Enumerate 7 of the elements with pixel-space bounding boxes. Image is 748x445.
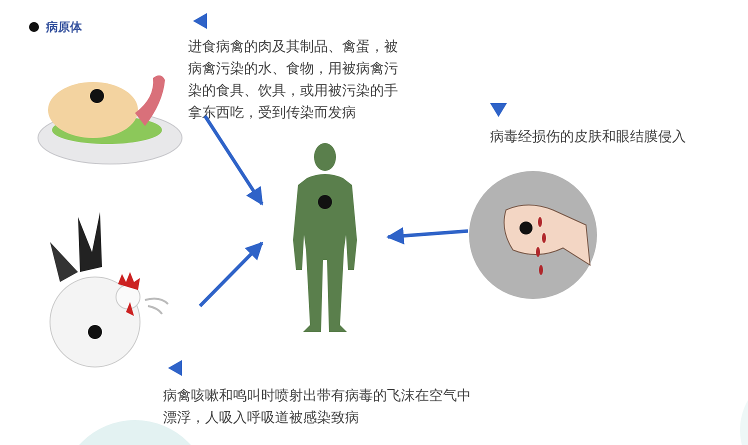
arrow: [386, 227, 468, 245]
description-text: 病毒经损伤的皮肤和眼结膜侵入: [490, 128, 687, 147]
legend-label: 病原体: [46, 19, 83, 36]
description-text: 病禽咳嗽和鸣叫时喷射出带有病毒的飞沫在空气中漂浮，人吸入呼吸道被感染致病: [163, 387, 472, 428]
arrow: [198, 242, 264, 308]
description-text: 进食病禽的肉及其制品、禽蛋，被病禽污染的水、食物，用被病禽污染的食具、饮具，或用被污染的手拿东西吃，受到传染而发病: [188, 38, 399, 123]
arrow: [204, 115, 264, 206]
